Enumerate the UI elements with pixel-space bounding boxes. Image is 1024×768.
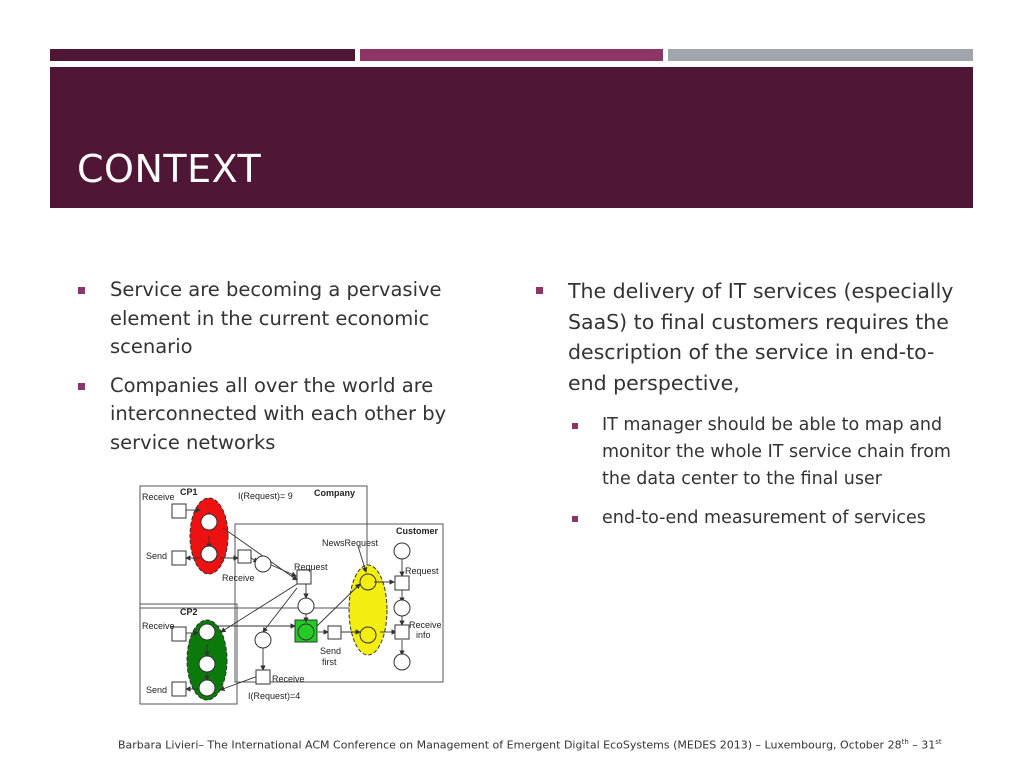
label-news-request: NewsRequest — [322, 538, 379, 548]
label-customer: Customer — [396, 526, 439, 536]
label-request-company: Request — [294, 562, 328, 572]
label-cp2: CP2 — [180, 607, 198, 617]
label-send-cp2: Send — [146, 685, 167, 695]
label-request-4: I(Request)=4 — [248, 691, 300, 701]
right-sub-bullet-1: IT manager should be able to map and mon… — [534, 412, 954, 493]
label-receive-cp1: Receive — [142, 492, 175, 502]
label-company: Company — [314, 488, 355, 498]
left-bullet-list: Service are becoming a pervasive element… — [76, 276, 456, 467]
label-cp1: CP1 — [180, 487, 198, 497]
footer-text: Barbara Livieri– The International ACM C… — [118, 738, 902, 752]
left-bullet-2: Companies all over the world are interco… — [76, 372, 456, 458]
label-send-cp1: Send — [146, 551, 167, 561]
label-receive-info-1: Receive — [409, 620, 442, 630]
label-request-customer: Request — [405, 566, 439, 576]
right-bullet-main: The delivery of IT services (especially … — [534, 276, 954, 398]
label-request-9: I(Request)= 9 — [238, 491, 293, 501]
slide-title: CONTEXT — [77, 147, 262, 191]
label-receive-info-2: info — [416, 630, 431, 640]
right-bullet-list: The delivery of IT services (especially … — [534, 276, 954, 544]
footer: Barbara Livieri– The International ACM C… — [118, 738, 942, 752]
footer-sup-1: th — [901, 738, 909, 746]
left-bullet-1: Service are becoming a pervasive element… — [76, 276, 456, 362]
label-receive-company: Receive — [222, 573, 255, 583]
label-receive-cp2: Receive — [142, 621, 175, 631]
accent-bar-mid — [360, 49, 663, 61]
label-send-first-1: Send — [320, 646, 341, 656]
accent-bar-dark — [50, 49, 355, 61]
title-band: CONTEXT — [50, 67, 973, 208]
label-send-first-2: first — [322, 657, 337, 667]
right-sub-bullet-2: end-to-end measurement of services — [534, 505, 954, 532]
label-receive-bottom: Receive — [272, 674, 305, 684]
footer-sup-2: st — [935, 738, 942, 746]
service-network-diagram: CP1 Company Customer CP2 I(Request)= 9 I… — [139, 485, 444, 705]
footer-dash: – 31 — [908, 738, 936, 752]
accent-bar-gray — [668, 49, 973, 61]
